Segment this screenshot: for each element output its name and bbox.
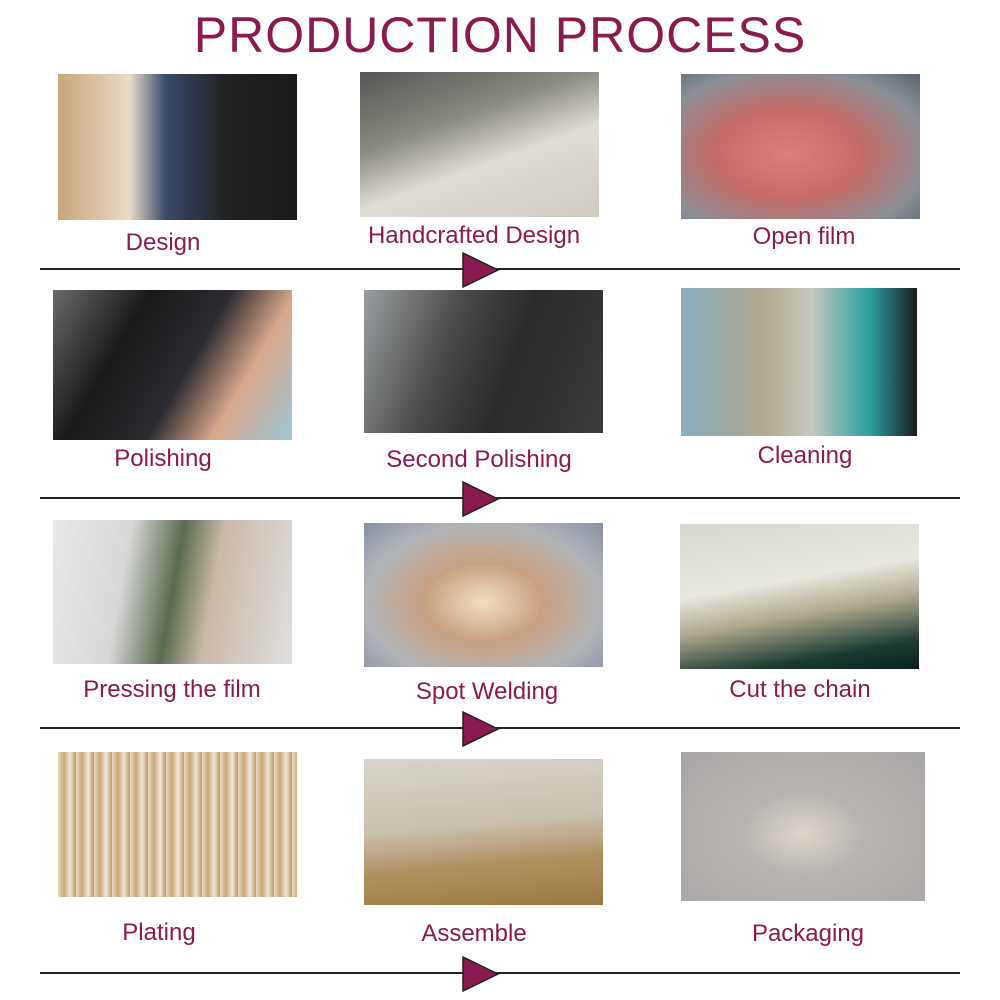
- step-label: Cut the chain: [729, 676, 871, 703]
- step-label: Open film: [752, 223, 856, 250]
- divider-line: [40, 727, 960, 729]
- divider-line: [40, 972, 960, 974]
- second-polishing-photo: [364, 290, 603, 433]
- step-label: Design: [125, 229, 201, 256]
- spot-welding-photo: [364, 523, 603, 667]
- polishing-photo: [53, 290, 292, 440]
- step-label: Second Polishing: [386, 446, 572, 473]
- step-label: Packaging: [751, 920, 865, 947]
- open-film-photo: [681, 74, 920, 219]
- page-title: PRODUCTION PROCESS: [193, 7, 807, 63]
- divider-line: [40, 497, 960, 499]
- step-label: Cleaning: [757, 442, 853, 469]
- handcrafted-design-photo: [360, 72, 599, 217]
- step-label: Polishing: [114, 445, 212, 472]
- step-label: Handcrafted Design: [367, 222, 581, 249]
- plating-photo: [58, 752, 297, 897]
- pressing-the-film-photo: [53, 520, 292, 664]
- step-label: Spot Welding: [415, 678, 559, 705]
- cut-the-chain-photo: [680, 524, 919, 669]
- divider-line: [40, 268, 960, 270]
- design-photo: [58, 74, 297, 220]
- packaging-photo: [681, 752, 925, 901]
- cleaning-photo: [681, 288, 917, 436]
- assemble-photo: [364, 759, 603, 905]
- step-label: Pressing the film: [83, 676, 261, 703]
- step-label: Plating: [122, 919, 196, 946]
- step-label: Assemble: [421, 920, 527, 947]
